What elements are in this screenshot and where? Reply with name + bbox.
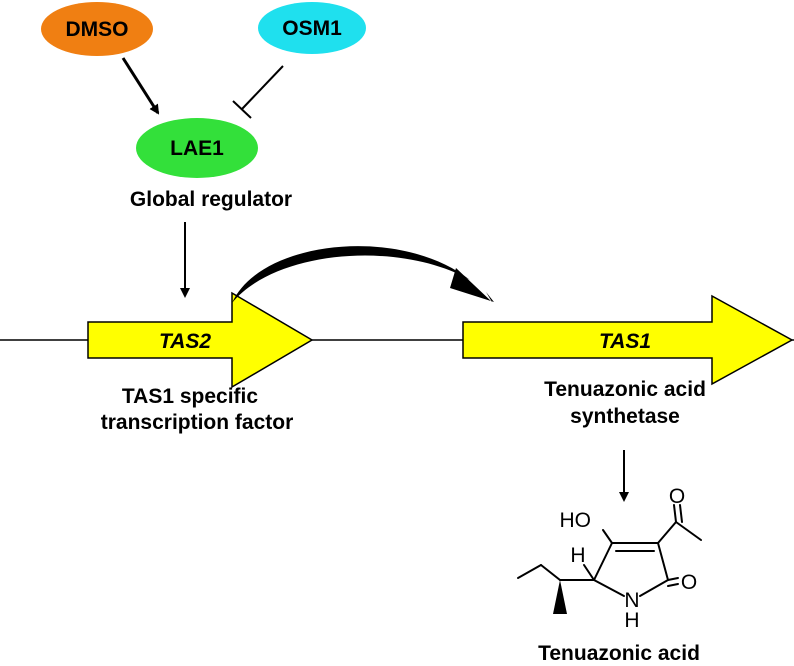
tas2-caption-line2: transcription factor [101, 411, 294, 434]
tas1-caption-line1: Tenuazonic acid [544, 378, 706, 401]
product-name: Tenuazonic acid [538, 642, 700, 665]
osm1-inhibition-line [232, 65, 284, 119]
tas2-label: TAS2 [159, 330, 211, 353]
lae1-ellipse [136, 118, 258, 178]
dmso-ellipse [41, 2, 153, 56]
lae1-caption: Global regulator [130, 188, 292, 211]
dmso-label: DMSO [66, 18, 129, 41]
tas2-caption-line1: TAS1 specific [122, 385, 258, 408]
tenuazonic-acid-structure [517, 504, 702, 597]
atom-ketone-o: O [669, 485, 685, 508]
stereo-wedge [553, 580, 567, 614]
tas1-label: TAS1 [599, 330, 651, 353]
osm1-ellipse [258, 2, 366, 54]
tas1-caption-line2: synthetase [570, 405, 680, 428]
tas2-gene-arrow [87, 291, 314, 389]
tas1-gene: TAS1 [462, 294, 794, 386]
osm1-label: OSM1 [282, 17, 342, 40]
tas2-to-tas1-curved-arrow [232, 246, 494, 303]
lae1-node: LAE1 [136, 118, 258, 178]
atom-n: N [624, 589, 639, 612]
osm1-node: OSM1 [258, 2, 366, 54]
lae1-label: LAE1 [170, 137, 224, 160]
atom-nh-h: H [624, 609, 639, 632]
atom-stereo-h: H [570, 544, 585, 567]
atom-ho: HO [560, 509, 592, 532]
dmso-node: DMSO [41, 2, 153, 56]
atom-lactam-o: O [681, 571, 697, 594]
dmso-activation-arrow [121, 57, 160, 115]
tas2-gene: TAS2 [87, 291, 314, 389]
tas1-gene-arrow [462, 294, 794, 386]
